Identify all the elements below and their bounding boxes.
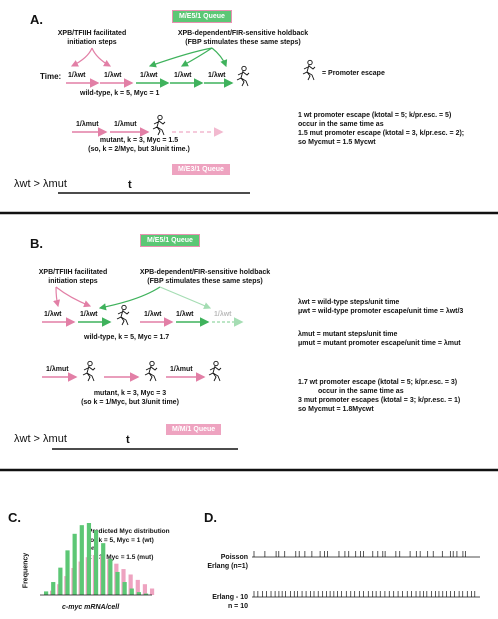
histogram-bar-wt — [143, 593, 149, 595]
panel-a-rate-wt-4: 1/λwt — [174, 72, 192, 79]
panel-b-summary: 1.7 wt promoter escape (ktotal = 5; k/pr… — [298, 379, 461, 413]
histogram-bar-mut — [128, 574, 133, 595]
panel-b-rate-mut-2: 1/λmut — [170, 366, 193, 373]
panel-c-histogram — [44, 523, 155, 595]
panel-a-rate-wt-2: 1/λwt — [104, 72, 122, 79]
panel-b-queue-top: M/E5/1 Queue — [140, 234, 200, 247]
histogram-bar-mut — [149, 588, 155, 595]
histogram-bar-wt — [86, 523, 92, 595]
panel-d-erlang-raster — [252, 591, 480, 598]
panel-b-xpb-brackets — [53, 286, 92, 308]
histogram-bar-wt — [51, 582, 56, 595]
panel-c-xlabel: c-myc mRNA/cell — [62, 604, 120, 611]
histogram-bar-wt — [108, 559, 113, 595]
panel-a-rate-mut-1: 1/λmut — [76, 121, 99, 128]
panel-b-runner-wt — [116, 304, 130, 326]
histogram-bar-wt — [58, 567, 63, 595]
panel-a-rate-wt-3: 1/λwt — [140, 72, 158, 79]
panel-a-runner-wt — [236, 65, 250, 87]
histogram-bar-wt — [93, 530, 99, 595]
histogram-bar-wt — [79, 525, 84, 595]
histogram-bar-mut — [135, 579, 140, 595]
histogram-bar-wt — [44, 591, 49, 595]
panel-c-note: Predicted Myc distribution for k = 5, My… — [88, 528, 170, 561]
histogram-bar-wt — [72, 533, 77, 595]
panel-b-runner-mut-2 — [144, 360, 158, 382]
panel-a-fir-brackets — [148, 47, 228, 68]
panel-b-rate-mut-1: 1/λmut — [46, 366, 69, 373]
panel-b-rate-wt-5: 1/λwt — [214, 311, 232, 318]
histogram-bar-mut — [142, 584, 148, 595]
panel-b-fir-brackets — [98, 286, 212, 311]
panel-a-fir-label: XPB-dependent/FIR-sensitive holdback(FBP… — [177, 30, 309, 46]
panel-a-inequality: λwt > λmut — [14, 178, 67, 190]
panel-b-fir-label: XPB-dependent/FIR-sensitive holdback(FBP… — [139, 269, 271, 285]
panel-d-poisson-raster — [252, 551, 480, 558]
panel-a-legend-text: 1 wt promoter escape (ktotal = 5; k/pr.e… — [298, 112, 465, 146]
panel-b-rate-wt-2: 1/λwt — [80, 311, 98, 318]
panel-a-legend-title: = Promoter escape — [322, 70, 385, 77]
panel-a-rate-wt-5: 1/λwt — [208, 72, 226, 79]
panel-a-xpb-brackets — [70, 47, 112, 67]
panel-a-letter: A. — [30, 12, 43, 27]
panel-b-rate-wt-4: 1/λwt — [176, 311, 194, 318]
panel-b-inequality: λwt > λmut — [14, 433, 67, 445]
panel-d-label-n10: n = 10 — [227, 603, 248, 610]
panel-b-rate-wt-1: 1/λwt — [44, 311, 62, 318]
panel-d-label-poisson: Poisson — [220, 554, 248, 561]
panel-b-rate-wt-3: 1/λwt — [144, 311, 162, 318]
histogram-bar-wt — [136, 592, 142, 595]
panel-a-rate-mut-2: 1/λmut — [114, 121, 137, 128]
histogram-bar-wt — [115, 571, 120, 595]
histogram-bar-wt — [122, 582, 127, 595]
panel-b-t-label: t — [126, 434, 130, 446]
panel-b-runner-mut-3 — [208, 360, 222, 382]
panel-a-rate-wt-1: 1/λwt — [68, 72, 86, 79]
panel-d-letter: D. — [204, 510, 217, 525]
panel-b-mut-caption: mutant, k = 3, Myc = 3(so k = 1/Myc, but… — [81, 390, 179, 406]
panel-a-time-label: Time: — [40, 72, 62, 81]
panel-c-letter: C. — [8, 510, 21, 525]
panel-a-wt-caption: wild-type, k = 5, Myc = 1 — [80, 90, 160, 97]
panel-b-wt-caption: wild-type, k = 5, Myc = 1.7 — [84, 334, 170, 341]
histogram-bar-wt — [101, 543, 106, 595]
panel-a-t-label: t — [128, 179, 132, 191]
panel-a-queue-top: M/E5/1 Queue — [172, 10, 232, 23]
panel-b-queue-bottom: M/M/1 Queue — [166, 424, 222, 435]
panel-b-runner-mut-1 — [82, 360, 96, 382]
panel-a-queue-bottom: M/E3/1 Queue — [172, 164, 230, 175]
panel-b-letter: B. — [30, 236, 43, 251]
histogram-bar-wt — [65, 550, 70, 595]
panel-d-label-erlang1: Erlang (n=1) — [207, 563, 248, 570]
panel-b-definitions: λwt = wild-type steps/unit time μwt = wi… — [298, 299, 464, 347]
promoter-escape-icon — [302, 59, 316, 81]
panel-a-runner-mut — [152, 114, 166, 136]
panel-d-label-erlang10: Erlang - 10 — [212, 594, 248, 601]
panel-a-mut-caption: mutant, k = 3, Myc = 1.5(so, k = 2/Myc, … — [88, 137, 190, 153]
histogram-bar-wt — [129, 588, 134, 595]
